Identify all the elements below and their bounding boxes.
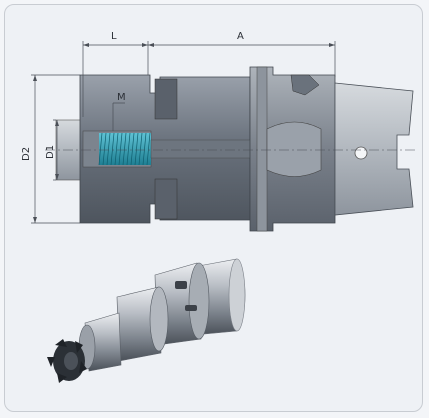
- dimension-arrows: [33, 43, 335, 223]
- tool-holder-diagram: L A M D2 D1: [21, 31, 417, 383]
- dim-label-a: A: [237, 31, 244, 42]
- cross-hole: [354, 146, 368, 160]
- key-slot-top: [154, 78, 178, 120]
- product-photo: [47, 258, 246, 383]
- thread-section: [98, 132, 151, 166]
- taper-shank: [334, 82, 414, 216]
- dim-label-d1: D1: [45, 145, 56, 159]
- flange-groove: [256, 66, 268, 232]
- key-slot-bottom: [154, 178, 178, 220]
- drive-notch: [290, 74, 320, 96]
- dim-label-m: M: [117, 92, 126, 103]
- dim-label-l: L: [111, 31, 117, 42]
- photo-cutter: [47, 339, 87, 383]
- cross-section: [45, 66, 417, 232]
- drawing-frame: L A M D2 D1: [4, 4, 423, 412]
- dim-label-d2: D2: [21, 147, 32, 161]
- dimension-lines: [31, 41, 336, 224]
- cavity: [266, 121, 322, 177]
